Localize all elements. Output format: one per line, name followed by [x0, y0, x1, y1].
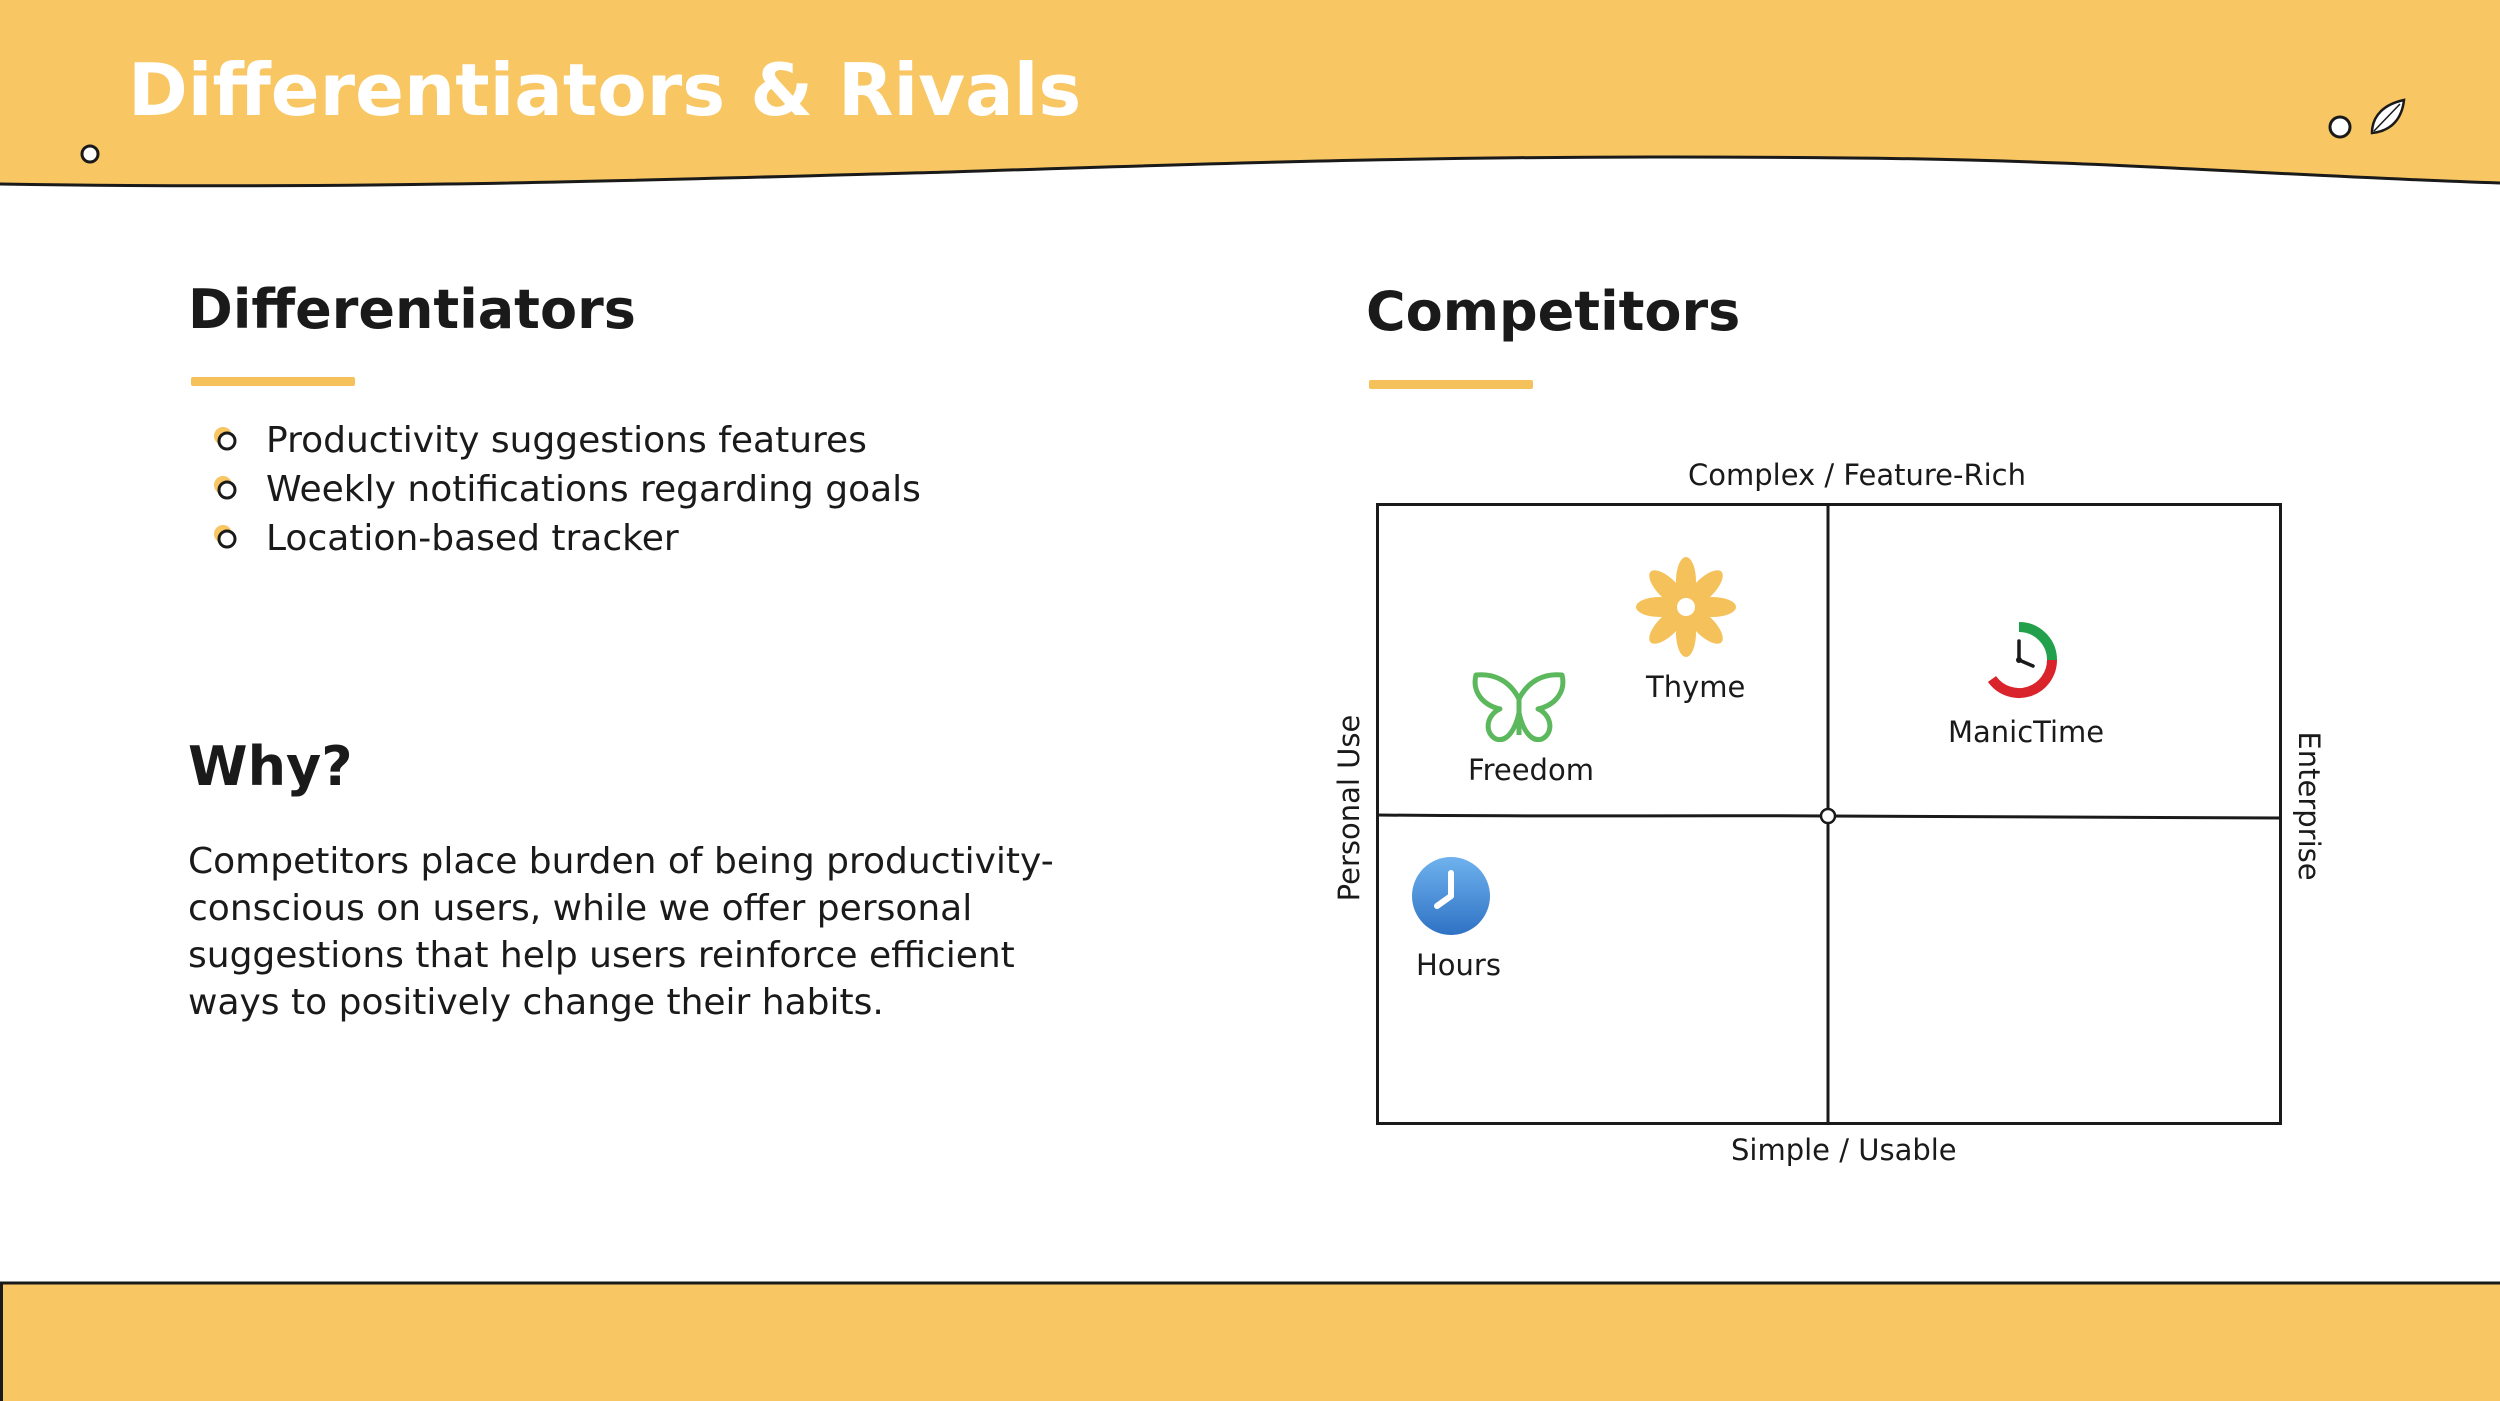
decor-circle-right-icon: [2328, 115, 2352, 139]
why-body: Competitors place burden of being produc…: [188, 841, 1054, 1023]
decor-circle-left-icon: [80, 144, 100, 164]
list-item: Weekly notifications regarding goals: [210, 465, 921, 514]
bullet-dot-icon: [214, 525, 237, 549]
clock-icon: [1412, 857, 1490, 935]
axis-label-bottom: Simple / Usable: [1731, 1133, 1957, 1167]
competitor-label-hours: Hours: [1416, 948, 1501, 982]
decor-leaf-icon: [2370, 98, 2406, 135]
axis-label-right: Enterprise: [2292, 731, 2326, 881]
list-item: Productivity suggestions features: [210, 416, 921, 465]
bullet-label: Location-based tracker: [266, 518, 679, 559]
competitor-label-thyme: Thyme: [1646, 670, 1746, 704]
bullet-dot-icon: [214, 427, 237, 451]
list-item: Location-based tracker: [210, 514, 921, 563]
differentiators-list: Productivity suggestions features Weekly…: [210, 416, 921, 563]
slide-title: Differentiators & Rivals: [128, 48, 1082, 132]
competitor-label-freedom: Freedom: [1468, 753, 1594, 787]
why-heading: Why?: [188, 735, 353, 798]
differentiators-heading: Differentiators: [188, 278, 636, 341]
competitor-label-manictime: ManicTime: [1948, 715, 2105, 749]
bullet-label: Productivity suggestions features: [266, 420, 867, 461]
butterfly-icon: [1472, 672, 1566, 743]
axis-label-top: Complex / Feature-Rich: [1688, 458, 2026, 492]
flower-icon: [1636, 557, 1736, 657]
bullet-label: Weekly notifications regarding goals: [266, 469, 921, 510]
competitors-heading: Competitors: [1366, 280, 1741, 343]
axis-label-left: Personal Use: [1332, 714, 1366, 902]
clock-ring-icon: [1987, 622, 2057, 699]
differentiators-underline: [191, 377, 355, 386]
footer-band: [0, 1281, 2500, 1401]
competitors-underline: [1369, 380, 1533, 389]
bullet-dot-icon: [214, 476, 237, 500]
positioning-matrix: [1376, 503, 2282, 1125]
